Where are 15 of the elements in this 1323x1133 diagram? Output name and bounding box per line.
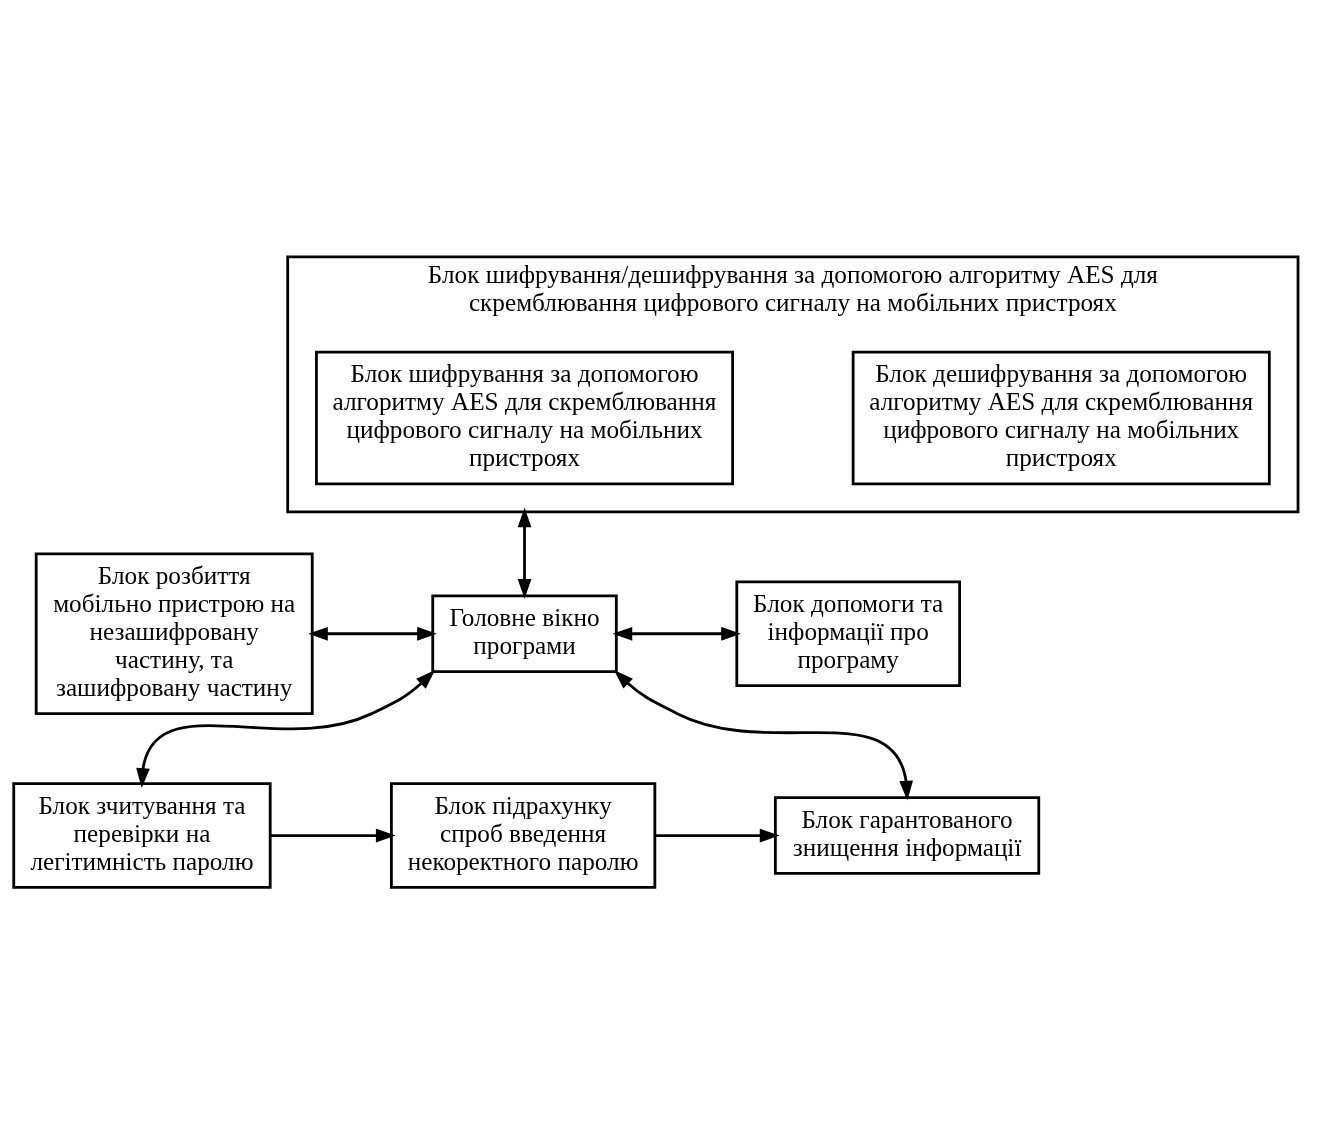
arrow [270,828,396,843]
node-box: Блок розбиття мобільно пристрою на незашифровану частину, та зашифровану частину [34,552,314,716]
node-box: Блок зчитування та перевірки на легітимність паролю [12,782,272,889]
arrow [308,626,437,641]
node-box: Блок допомоги та інформації про програму [735,580,961,687]
node-box: Блок гарантованого знищення інформації [773,796,1041,875]
arrow [655,828,780,843]
arrow [613,670,913,801]
node-box: Головне вікно програми [431,594,618,673]
node-box: Блок підрахунку спроб введення некоректного паролю [390,782,657,889]
node-box: Блок дешифрування за допомогою алгоритму AES для скремблювання цифрового сигналу на мобільних пристроях [851,350,1271,486]
arrow [136,670,436,788]
node-box: Блок шифрування за допомогою алгоритму AES для скремблювання цифрового сигналу на мобільних пристроях [315,350,734,486]
arrow [612,626,741,641]
arrow [517,507,532,599]
